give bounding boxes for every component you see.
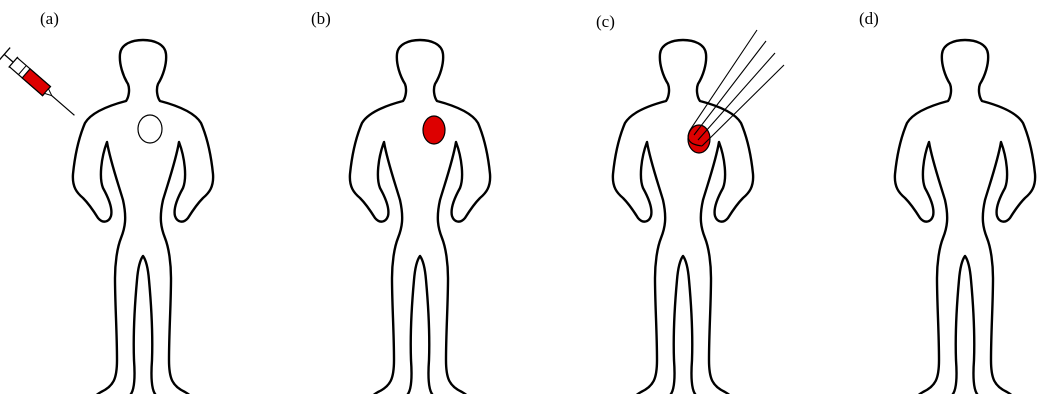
syringe-icon [0,48,80,123]
body-outline-d [895,40,1035,394]
body-outline-a [73,40,213,394]
panel-label-d: (d) [859,10,879,27]
body-outline-b [350,40,490,394]
panel-a [0,40,213,394]
panel-label-b: (b) [311,10,331,27]
body-outline-c [613,40,753,394]
panel-c [613,30,784,394]
target-region-unfilled [138,115,162,143]
panel-label-c: (c) [596,13,615,30]
panel-label-a: (a) [40,10,59,27]
panel-b [350,40,490,394]
target-region-filled [423,116,445,144]
panel-d [895,40,1035,394]
